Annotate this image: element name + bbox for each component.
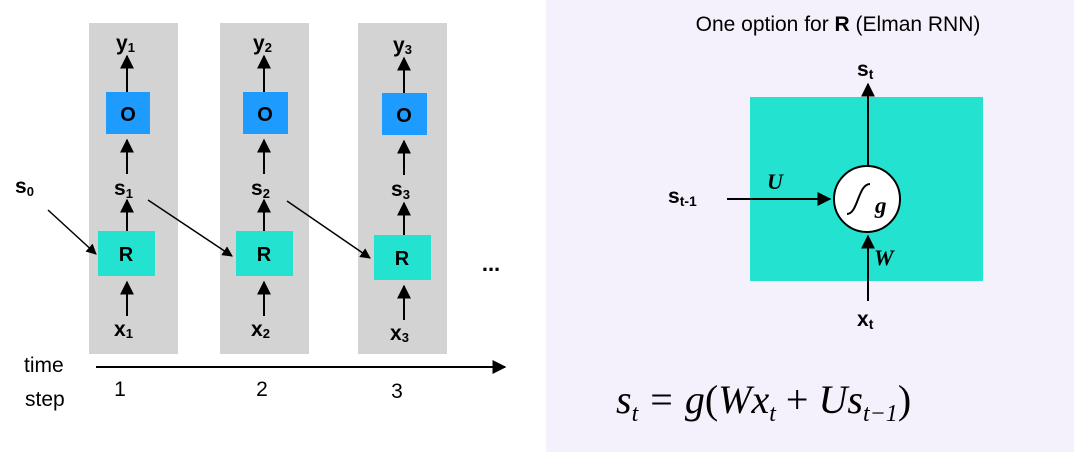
output-block-3 xyxy=(382,93,427,135)
output-label-1: y1 xyxy=(116,32,135,55)
time-tick-1: 1 xyxy=(114,378,126,401)
recurrent-block-label-2: R xyxy=(257,244,272,266)
arrow-s0-to-r1 xyxy=(47,209,97,255)
recurrent-block-label-1: R xyxy=(119,244,134,266)
time-step-3: y3 O s3 R x3 xyxy=(374,34,431,345)
output-block-label-3: O xyxy=(396,105,412,127)
time-step-2: y2 O s2 R x2 xyxy=(236,32,293,341)
output-block-label-2: O xyxy=(257,104,273,126)
W-weight-label: W xyxy=(874,245,895,270)
output-label-3: y3 xyxy=(393,34,412,57)
output-block-2 xyxy=(243,92,288,134)
elman-output-label: st xyxy=(857,58,874,82)
time-tick-2: 2 xyxy=(256,378,268,401)
elman-input-label: xt xyxy=(857,308,874,332)
time-column-3 xyxy=(358,23,447,354)
activation-node xyxy=(833,165,901,233)
output-block-1 xyxy=(106,92,150,134)
elman-title: One option for R (Elman RNN) xyxy=(696,13,981,36)
elman-panel: One option for R (Elman RNN) st g st-1 U… xyxy=(546,0,1074,452)
elman-equation: st=g(Wxt+Ust−1) xyxy=(616,377,911,427)
recurrent-block-label-3: R xyxy=(395,248,410,270)
input-label-1: x1 xyxy=(114,318,133,341)
state-label-1: s1 xyxy=(114,177,133,201)
arrow-s1-to-r2 xyxy=(147,199,233,257)
recurrent-block-2 xyxy=(236,231,293,276)
output-block-label-1: O xyxy=(120,104,136,126)
unrolled-rnn: y1 O s1 R x1 y2 O s2 R x2 xyxy=(15,23,507,411)
time-column-1 xyxy=(89,23,178,354)
ellipsis: ... xyxy=(482,251,500,276)
U-weight-label: U xyxy=(767,169,784,194)
time-axis-label-line1: time xyxy=(24,354,64,377)
initial-state-label: s0 xyxy=(15,175,34,199)
time-tick-3: 3 xyxy=(391,380,403,403)
state-label-3: s3 xyxy=(391,178,410,202)
state-label-2: s2 xyxy=(251,177,270,201)
elman-prev-state-label: st-1 xyxy=(668,185,697,209)
recurrent-block-1 xyxy=(98,231,155,276)
time-axis-label-line2: step xyxy=(25,388,65,411)
time-step-1: y1 O s1 R x1 xyxy=(98,32,155,341)
arrow-s2-to-r3 xyxy=(286,200,371,259)
recurrent-block-3 xyxy=(374,235,431,280)
input-label-2: x2 xyxy=(251,318,270,341)
output-label-2: y2 xyxy=(253,32,272,55)
sigmoid-icon xyxy=(846,183,871,215)
activation-label: g xyxy=(874,193,887,218)
input-label-3: x3 xyxy=(390,322,409,345)
